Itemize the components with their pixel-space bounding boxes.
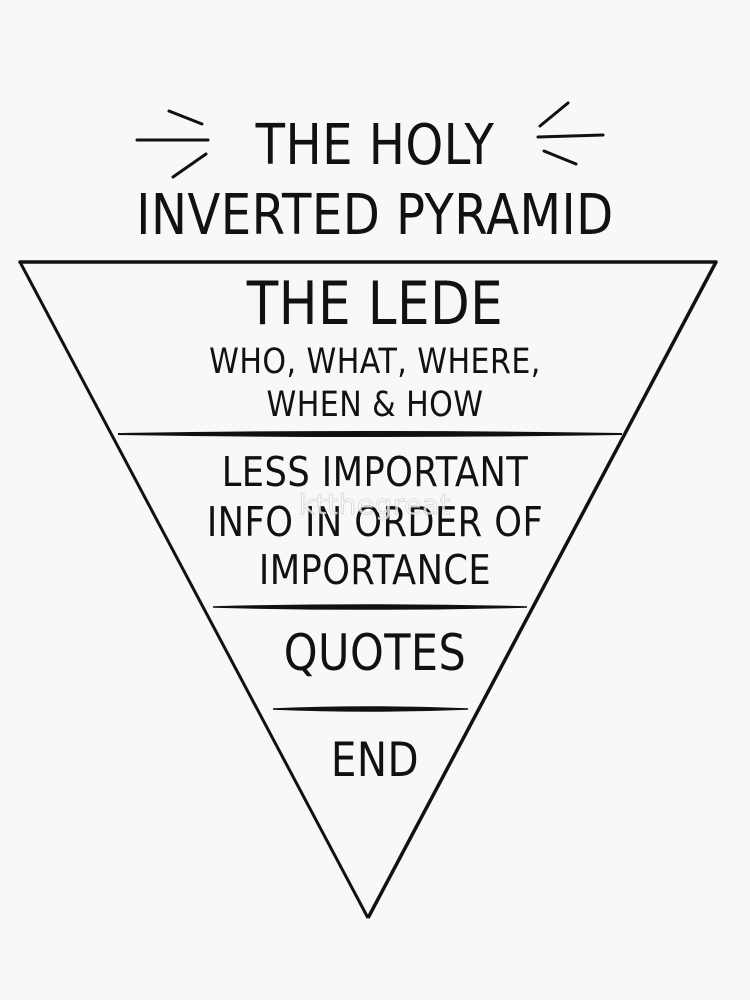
lede-heading: THE LEDE (246, 269, 504, 339)
divider-3 (272, 706, 469, 712)
divider-2 (212, 604, 528, 610)
lede-subtext-line-1: WHO, WHAT, WHERE, (209, 342, 541, 382)
watermark: ktthegreat (298, 488, 452, 522)
lede-subtext-line-2: WHEN & HOW (266, 385, 484, 425)
title-line-1: THE HOLY (255, 113, 495, 178)
section-end: END (330, 733, 420, 788)
less-important-line-1: LESS IMPORTANT (221, 448, 529, 496)
emphasis-lines-right-icon (536, 101, 605, 166)
divider-1 (117, 431, 623, 437)
title-line-2: INVERTED PYRAMID (136, 183, 614, 248)
less-important-line-2: INFO IN ORDER OF (206, 498, 544, 546)
section-quotes: QUOTES (283, 624, 467, 682)
pyramid-outline (18, 260, 718, 919)
emphasis-lines-left-icon (135, 109, 210, 179)
less-important-line-3: IMPORTANCE (258, 546, 492, 594)
section-dividers (117, 431, 623, 712)
